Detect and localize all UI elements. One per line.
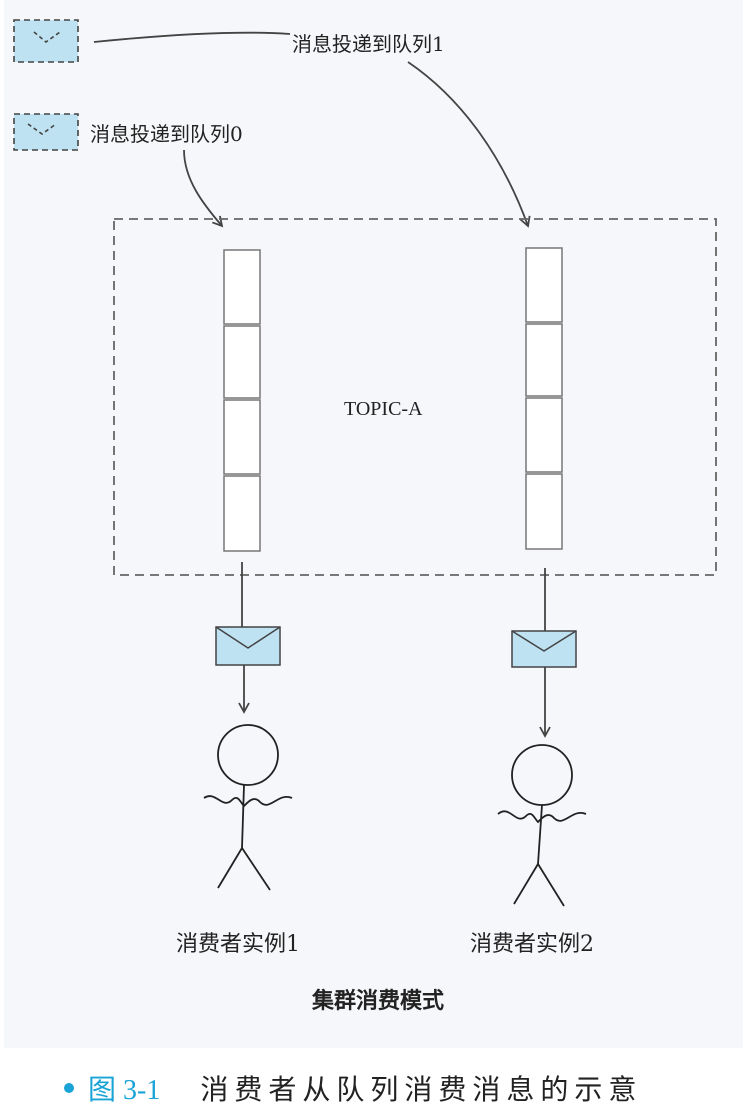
connector-line-queue1	[93, 31, 291, 43]
label-consumer2: 消费者实例2	[470, 932, 594, 957]
arrow-icon-to-queue0	[183, 149, 224, 228]
diagram-panel: 消息投递到队列1 消息投递到队列0 TOPIC-A 消费者实例1 消费者实例2 …	[4, 0, 743, 1048]
caption-text: 消费者从队列消费消息的示意	[200, 1073, 643, 1106]
queue-1	[525, 247, 563, 550]
label-queue0-delivery: 消息投递到队列0	[90, 122, 243, 146]
diagram-canvas	[13, 19, 717, 907]
queue-0	[223, 249, 261, 552]
label-consumer1: 消费者实例1	[176, 932, 300, 957]
envelope-icon-queue0	[13, 113, 79, 151]
bullet-icon	[64, 1083, 74, 1093]
label-queue1-delivery: 消息投递到队列1	[292, 32, 445, 56]
stick-figure-icon-consumer2	[497, 744, 587, 907]
envelope-icon-consumer2	[511, 630, 577, 668]
caption-number: 图 3-1	[88, 1075, 161, 1106]
envelope-icon-queue1	[13, 19, 79, 63]
topic-container	[113, 218, 717, 576]
arrow-icon-to-queue1	[407, 61, 531, 228]
stick-figure-icon-consumer1	[203, 724, 293, 891]
figure-caption: 图 3-1 消费者从队列消费消息的示意	[64, 1071, 643, 1106]
label-cluster-mode: 集群消费模式	[312, 988, 445, 1014]
label-topic: TOPIC-A	[344, 398, 423, 420]
envelope-icon-consumer1	[215, 626, 281, 666]
